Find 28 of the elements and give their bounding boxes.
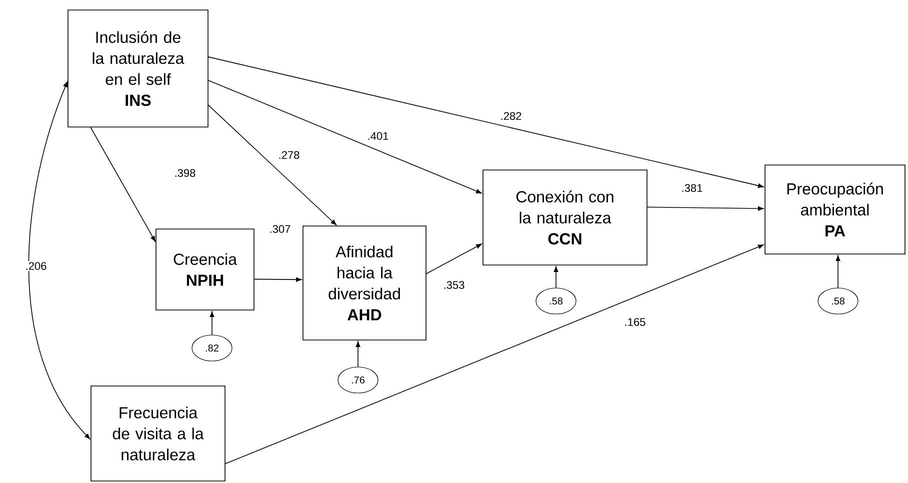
arrow [356,341,360,368]
variable-box: Inclusión de la naturaleza en el self INS [68,10,208,128]
variable-box: Conexión con la naturaleza CCN [482,170,648,266]
arrow [426,244,482,274]
edge-label: .282 [499,111,523,121]
arrow [28,81,90,440]
edge-label: .307 [268,224,292,234]
variable-box: Creencia NPIH [156,228,254,310]
arrow [90,126,156,242]
arrow [224,244,764,464]
edge-label: .206 [24,261,48,271]
edge-label: .381 [680,183,704,193]
arrow [554,266,558,288]
variable-box: Preocupación ambiental PA [764,164,906,254]
edge-label: .278 [277,150,301,160]
edge-label: .401 [366,131,390,141]
arrow [836,255,840,288]
arrow [254,277,302,282]
arrow [208,56,764,188]
arrow [210,311,214,336]
variable-box: Frecuencia de visita a la naturaleza [90,386,226,482]
variable-box: Afinidad hacia la diversidad AHD [302,226,426,340]
arrow [208,80,482,194]
edge-label: .398 [173,168,197,178]
edge-label: .165 [623,317,647,327]
arrow [208,104,337,226]
arrow [646,206,764,211]
edge-label: .353 [442,280,466,290]
